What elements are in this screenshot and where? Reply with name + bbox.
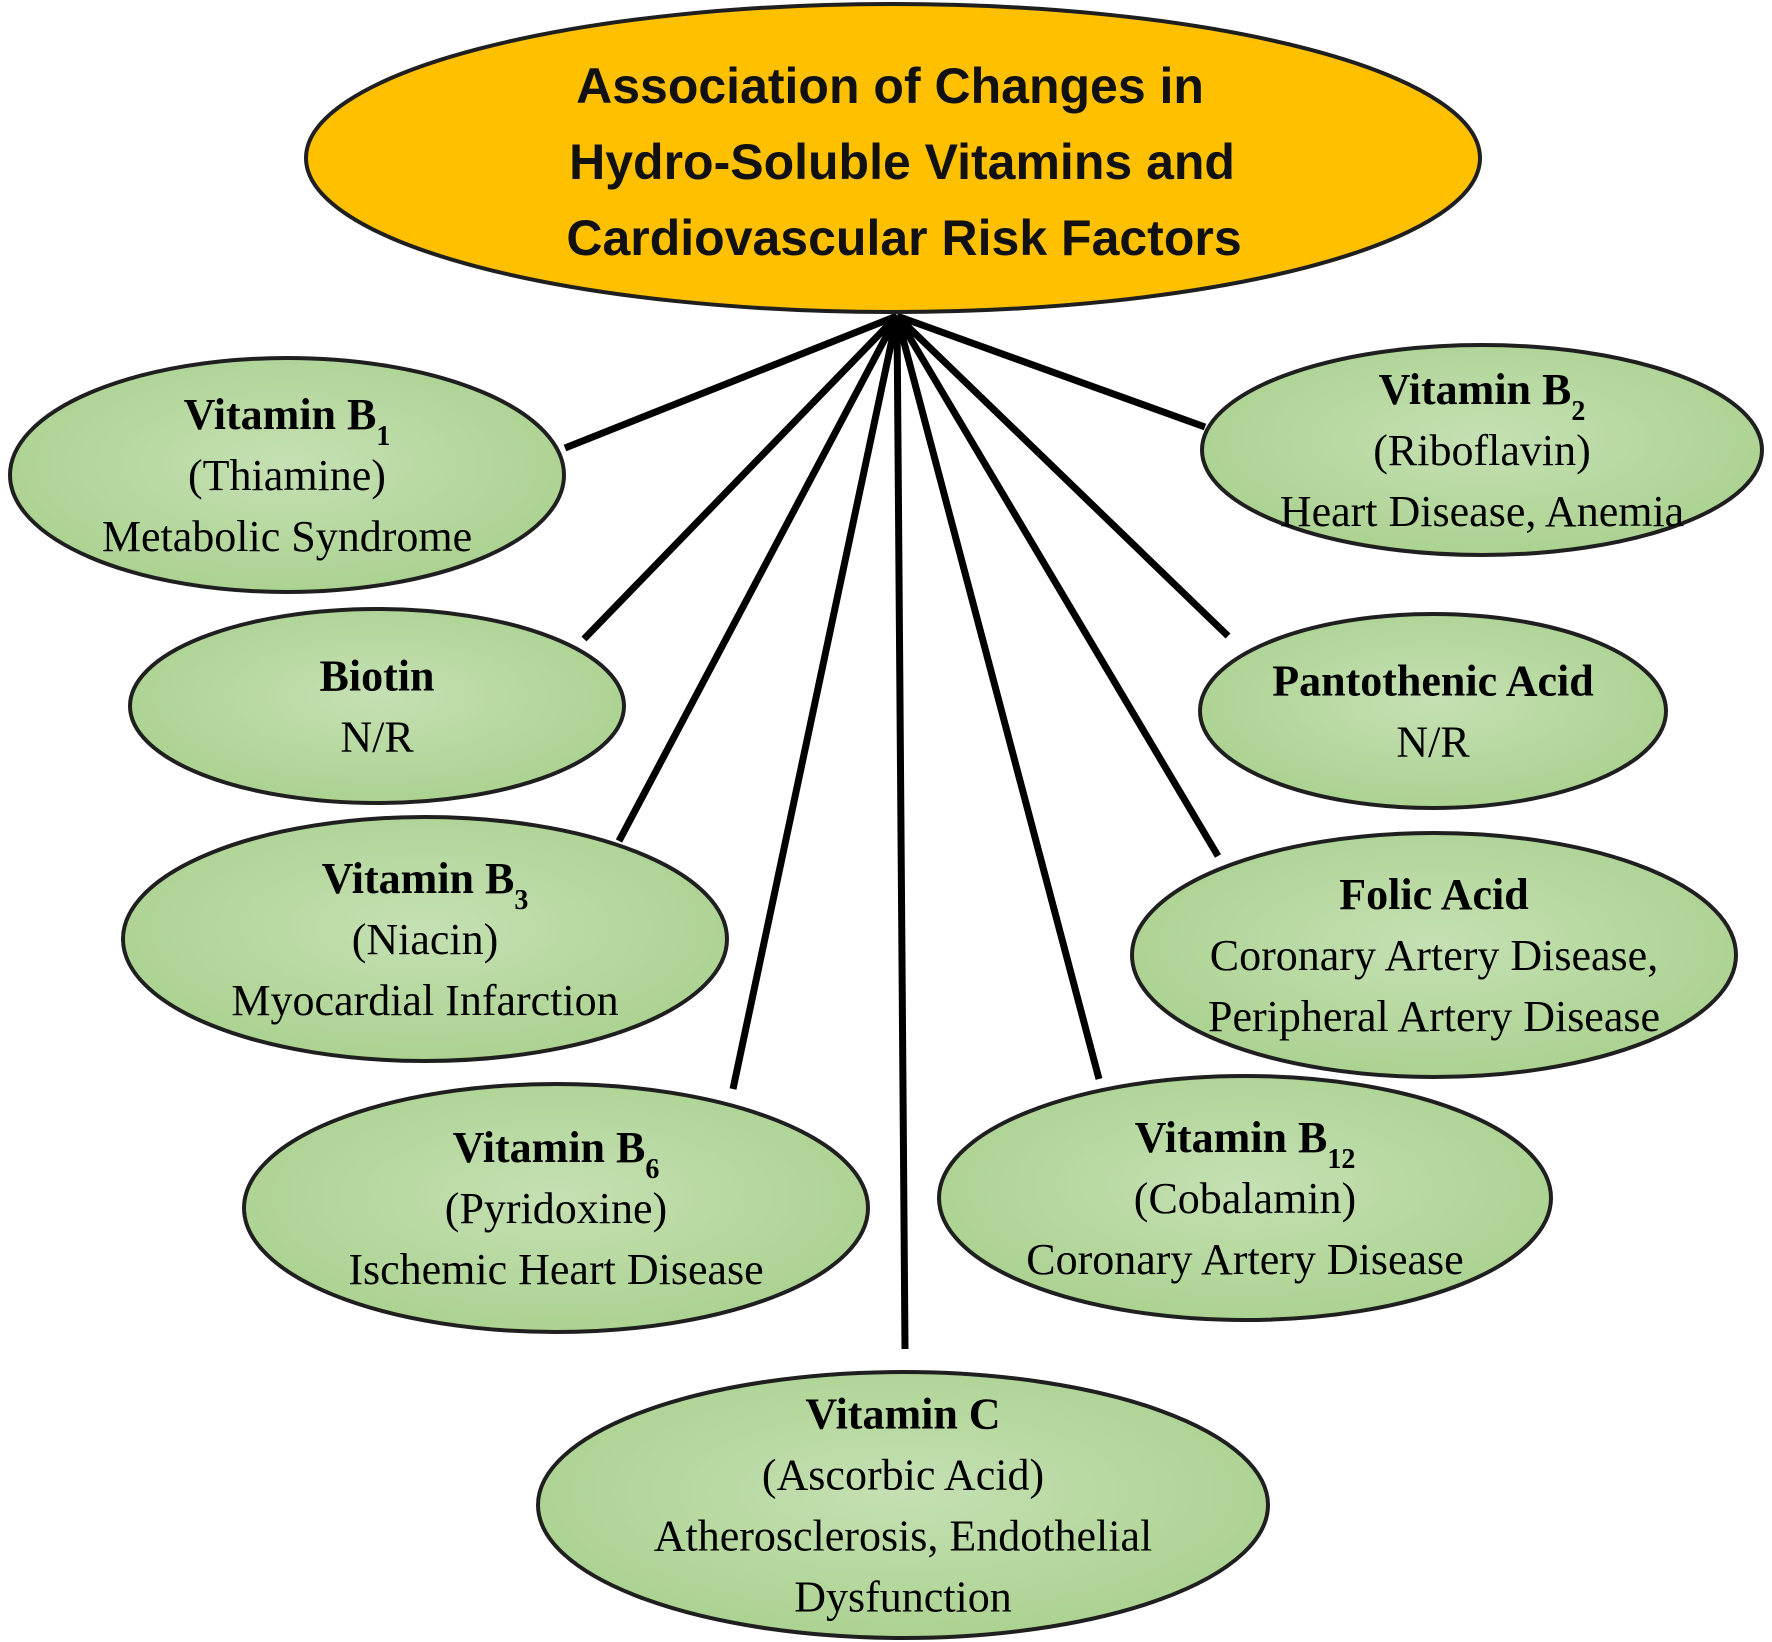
node-line-pantothenic-acid-1: N/R: [1396, 718, 1470, 767]
node-title-vitamin-b2: Vitamin B2: [1379, 365, 1586, 427]
connector-lines: [563, 312, 1231, 1350]
node-line-vitamin-b12-2: Coronary Artery Disease: [1026, 1235, 1463, 1284]
connector-folic-acid: [893, 314, 1222, 858]
node-title-biotin: Biotin: [320, 652, 435, 701]
node-title-folic-acid: Folic Acid: [1339, 870, 1528, 919]
node-title-text: Vitamin B: [1379, 365, 1572, 414]
node-vitamin-b1: Vitamin B1(Thiamine) Metabolic Syndrome: [8, 356, 566, 594]
node-vitamin-c: Vitamin C (Ascorbic Acid) Atherosclerosis,…: [536, 1370, 1270, 1640]
node-ellipse-vitamin-b3: [121, 815, 729, 1063]
node-title-vitamin-c: Vitamin C: [805, 1390, 1000, 1439]
node-title-text: Pantothenic Acid: [1272, 657, 1593, 706]
hub-title-line-3: Cardiovascular Risk Factors: [566, 210, 1241, 266]
node-line-folic-acid-2: Peripheral Artery Disease: [1208, 992, 1660, 1041]
node-line-folic-acid-1: Coronary Artery Disease,: [1210, 931, 1658, 980]
node-title-text: Vitamin B: [322, 854, 515, 903]
node-line-vitamin-b6-2: Ischemic Heart Disease: [348, 1245, 763, 1294]
hub-ellipse: [304, 2, 1482, 314]
node-line-vitamin-b1-1: (Thiamine): [188, 451, 386, 500]
node-ellipse-vitamin-b6: [242, 1082, 870, 1334]
node-line-vitamin-b2-2: Heart Disease, Anemia: [1280, 487, 1684, 536]
connector-vitamin-b1: [563, 312, 899, 452]
hub-node: Association of Changes in Hydro-Soluble …: [304, 2, 1482, 314]
node-ellipse-vitamin-b1: [8, 356, 566, 594]
node-vitamin-b6: Vitamin B6(Pyridoxine) Ischemic Heart Dis…: [242, 1082, 870, 1334]
node-line-vitamin-b3-2: Myocardial Infarction: [231, 976, 618, 1025]
connector-pantothenic-acid: [894, 313, 1231, 639]
vitamin-nodes: Vitamin B1(Thiamine)Metabolic SyndromeVi…: [8, 343, 1764, 1640]
node-vitamin-b3: Vitamin B3(Niacin)Myocardial Infarction: [121, 815, 729, 1063]
node-line-vitamin-c-1: (Ascorbic Acid): [762, 1451, 1044, 1500]
node-title-vitamin-b1: Vitamin B1: [184, 390, 391, 452]
connector-vitamin-b3: [615, 314, 901, 843]
node-title-vitamin-b12: Vitamin B12: [1135, 1113, 1356, 1175]
connector-vitamin-b6: [729, 315, 901, 1090]
node-line-vitamin-b2-1: (Riboflavin): [1373, 426, 1591, 475]
node-vitamin-b2: Vitamin B2(Riboflavin) Heart Disease, Ane…: [1200, 343, 1764, 557]
node-title-vitamin-b6: Vitamin B6: [453, 1123, 660, 1185]
node-title-text: Biotin: [320, 652, 435, 701]
node-line-vitamin-b6-1: (Pyridoxine): [445, 1184, 667, 1233]
node-title-subscript: 1: [376, 421, 390, 452]
node-line-vitamin-b1-2: Metabolic Syndrome: [102, 512, 472, 561]
node-title-subscript: 3: [514, 885, 528, 916]
node-ellipse-vitamin-b2: [1200, 343, 1764, 557]
node-ellipse-vitamin-c: [536, 1370, 1270, 1640]
node-ellipse-pantothenic-acid: [1198, 612, 1668, 810]
connector-biotin: [581, 313, 900, 642]
node-title-subscript: 2: [1571, 396, 1585, 427]
connector-vitamin-b12: [893, 315, 1103, 1080]
node-line-vitamin-c-2: Atherosclerosis, Endothelial: [654, 1512, 1153, 1561]
node-title-subscript: 6: [645, 1154, 659, 1185]
hub-title-line-1: Association of Changes in: [576, 58, 1204, 114]
hub-title-line-2: Hydro-Soluble Vitamins and: [569, 134, 1235, 190]
node-ellipse-vitamin-b12: [937, 1074, 1553, 1322]
node-vitamin-b12: Vitamin B12(Cobalamin) Coronary Artery Di…: [937, 1074, 1553, 1322]
connector-vitamin-b2: [895, 312, 1207, 431]
node-line-vitamin-b3-1: (Niacin): [352, 915, 499, 964]
hub-title: Association of Changes in Hydro-Soluble …: [566, 58, 1249, 266]
node-line-biotin-1: N/R: [340, 713, 414, 762]
node-title-vitamin-b3: Vitamin B3: [322, 854, 529, 916]
node-title-text: Vitamin C: [805, 1390, 1000, 1439]
connector-vitamin-c: [893, 315, 909, 1350]
node-ellipse-biotin: [128, 607, 626, 805]
node-line-vitamin-b12-1: (Cobalamin): [1134, 1174, 1356, 1223]
node-ellipse-folic-acid: [1130, 831, 1738, 1079]
node-title-text: Vitamin B: [184, 390, 377, 439]
node-title-text: Vitamin B: [1135, 1113, 1328, 1162]
node-title-pantothenic-acid: Pantothenic Acid: [1272, 657, 1593, 706]
node-title-text: Vitamin B: [453, 1123, 646, 1172]
node-line-vitamin-c-3: Dysfunction: [794, 1573, 1012, 1622]
node-title-subscript: 12: [1327, 1144, 1355, 1175]
node-title-text: Folic Acid: [1339, 870, 1528, 919]
